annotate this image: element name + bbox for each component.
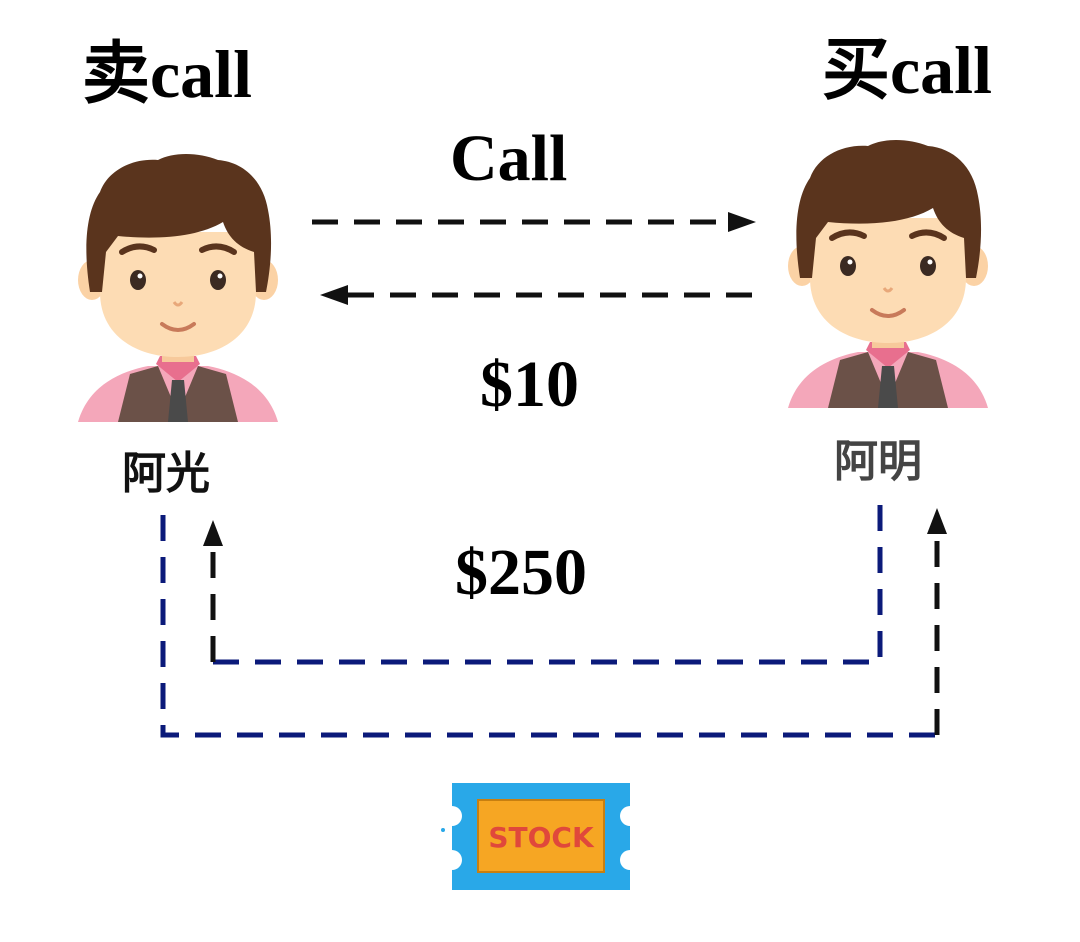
stock-delivery-path [160, 515, 937, 738]
stock-to-buyer-arrow [927, 508, 947, 735]
ticket-text: STOCK [488, 821, 595, 854]
seller-avatar [78, 154, 278, 422]
seller-name: 阿光 [122, 448, 210, 499]
buyer-role-label: 买call [822, 32, 992, 108]
buyer-name: 阿明 [834, 436, 922, 487]
premium-flow-label: $10 [480, 348, 579, 421]
strike-payment-path [213, 505, 883, 665]
strike-flow-label: $250 [455, 536, 587, 609]
call-arrow [312, 212, 756, 232]
call-flow-label: Call [450, 122, 568, 195]
strike-to-seller-arrow [203, 520, 223, 662]
buyer-avatar [788, 140, 988, 408]
stock-ticket-icon: STOCK [441, 783, 630, 890]
seller-role-label: 卖call [82, 36, 252, 112]
premium-arrow [320, 285, 752, 305]
